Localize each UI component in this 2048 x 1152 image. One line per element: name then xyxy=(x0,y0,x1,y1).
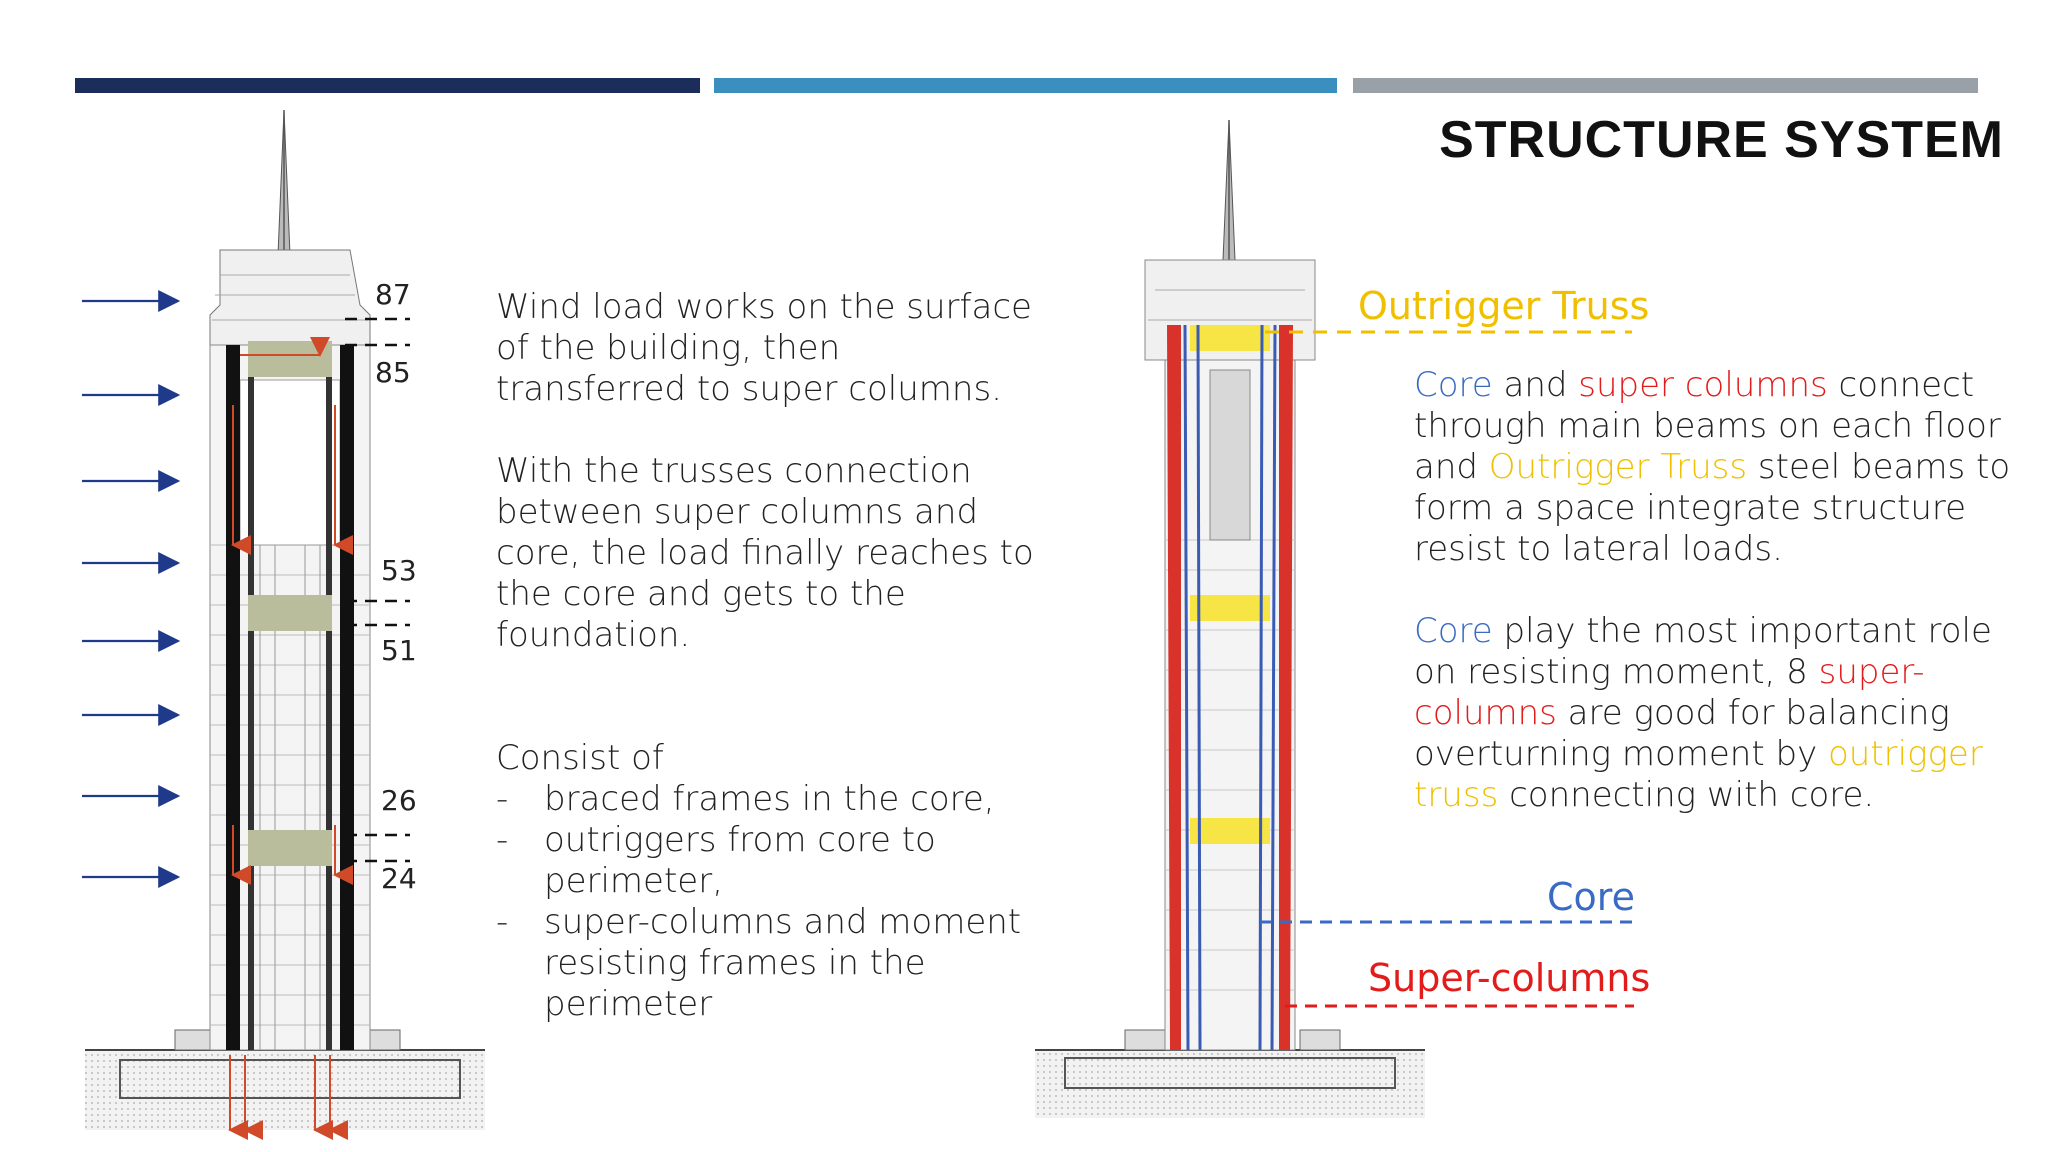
floor-label-85: 85 xyxy=(375,356,411,389)
load-path-paragraph-2: With the trusses connection between supe… xyxy=(496,451,1034,655)
outrigger-band-lower xyxy=(1190,818,1270,844)
outrigger-truss-label: Outrigger Truss xyxy=(1358,284,1650,328)
ground-hatch xyxy=(85,1050,485,1130)
list-item: -super-columns and moment resisting fram… xyxy=(496,902,1022,1024)
tower-crown xyxy=(209,249,371,346)
list-item: -braced frames in the core, xyxy=(496,779,995,819)
foundation-box xyxy=(119,1059,461,1099)
super-column-right xyxy=(340,345,354,1050)
core-label: Core xyxy=(1547,875,1635,919)
structure-components-list: -braced frames in the core, -outriggers … xyxy=(496,779,1056,1025)
super-columns-label: Super-columns xyxy=(1368,956,1651,1000)
ground-hatch xyxy=(1035,1050,1425,1118)
load-path-text: Wind load works on the surface of the bu… xyxy=(496,287,1056,1025)
outrigger-zone-upper xyxy=(248,341,332,377)
super-column-left xyxy=(1167,325,1181,1050)
outrigger-band-upper xyxy=(1190,325,1270,351)
atrium-void xyxy=(239,379,341,546)
floor-label-51: 51 xyxy=(381,634,417,667)
outrigger-zone-lower xyxy=(248,830,332,866)
super-column-right xyxy=(1279,325,1293,1050)
list-title: Consist of xyxy=(496,738,664,778)
header-bar-2 xyxy=(714,78,1337,93)
list-item: -outriggers from core to perimeter, xyxy=(496,820,936,901)
floor-label-87: 87 xyxy=(375,278,411,311)
load-path-paragraph-1: Wind load works on the surface of the bu… xyxy=(496,287,1032,409)
structure-explanation-2: Core play the most important role on res… xyxy=(1414,611,1992,815)
header-bar-1 xyxy=(75,78,700,93)
structure-explanation-1: Core and super columns connect through m… xyxy=(1414,365,2011,569)
slide-title: STRUCTURE SYSTEM xyxy=(1439,111,2004,169)
foundation-box xyxy=(1064,1057,1396,1089)
core-walls xyxy=(1183,324,1277,1051)
outrigger-band-middle xyxy=(1190,595,1270,621)
structural-system-tower-diagram xyxy=(1035,119,1634,1118)
header-bar-3 xyxy=(1353,78,1978,93)
floor-label-24: 24 xyxy=(381,862,417,895)
wind-load-tower-diagram xyxy=(82,109,485,1140)
floor-label-26: 26 xyxy=(381,784,417,817)
floor-label-53: 53 xyxy=(381,554,417,587)
outrigger-zone-middle xyxy=(248,595,332,631)
